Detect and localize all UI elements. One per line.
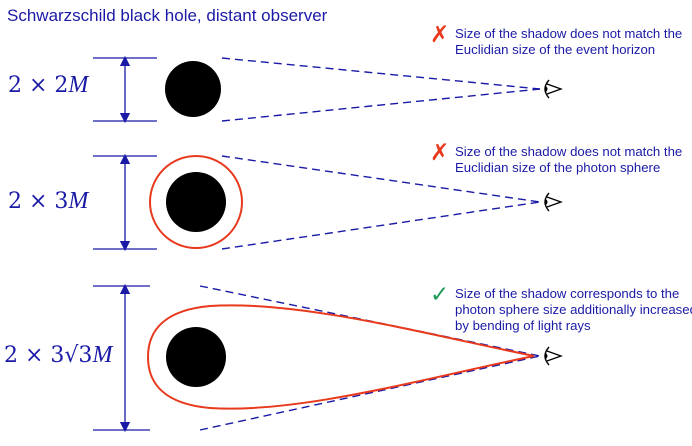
- note-event-horizon: Size of the shadow does not match the Eu…: [455, 26, 683, 57]
- check-icon: ✓: [430, 282, 450, 308]
- light-ray-bottom: [221, 201, 541, 250]
- note-shadow: Size of the shadow corresponds to the ph…: [455, 286, 692, 333]
- light-ray-top: [221, 155, 541, 203]
- light-ray-bottom: [221, 88, 541, 122]
- cross-icon: ✗: [430, 140, 450, 166]
- eye-icon: [544, 192, 563, 212]
- panel-photon-sphere: [93, 153, 563, 252]
- cross-icon: ✗: [430, 22, 450, 48]
- size-label-event-horizon: 2 × 2M: [8, 72, 89, 98]
- panel-event-horizon: [93, 55, 563, 124]
- black-hole: [165, 61, 221, 117]
- note-photon-sphere: Size of the shadow does not match the Eu…: [455, 144, 683, 175]
- page-title: Schwarzschild black hole, distant observ…: [7, 6, 328, 25]
- black-hole: [166, 327, 226, 387]
- panel-bent-light: [93, 283, 563, 433]
- photon-sphere: [149, 155, 243, 249]
- photon-sphere: [146, 304, 535, 410]
- size-label-photon-sphere: 2 × 3M: [8, 188, 89, 214]
- light-ray-top: [221, 57, 541, 90]
- eye-icon: [544, 346, 563, 366]
- eye-icon: [544, 79, 563, 99]
- light-ray-bottom: [199, 355, 541, 431]
- size-label-shadow: 2 × 3√3M: [4, 342, 113, 368]
- black-hole: [166, 172, 226, 232]
